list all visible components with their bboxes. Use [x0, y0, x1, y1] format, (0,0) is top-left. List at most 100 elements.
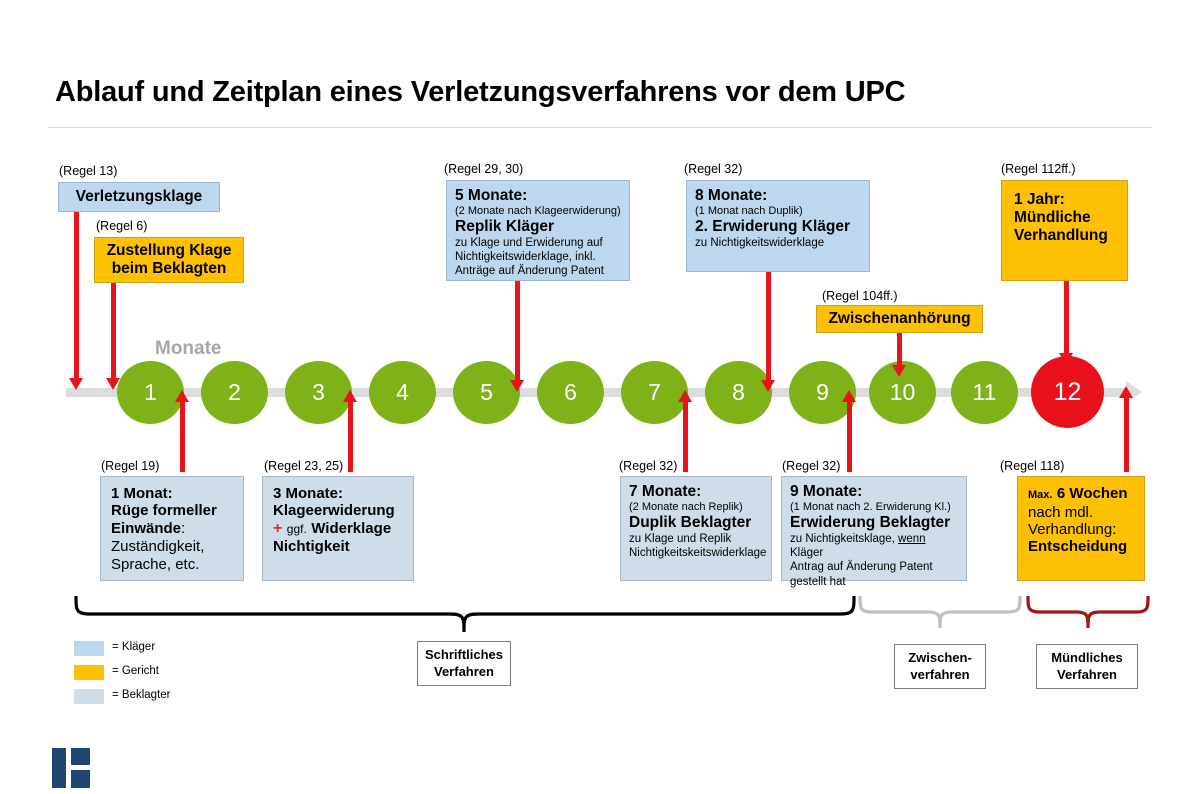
arrow-zwischenanhoerung-line	[897, 333, 902, 365]
company-logo	[52, 748, 98, 788]
phase-zwischen-line1: Zwischen-	[908, 650, 972, 666]
box-erwiderung-body-3: gestellt hat	[790, 575, 846, 588]
box-replik-head: Replik Kläger	[455, 217, 555, 235]
box-erwiderung-beklagter[interactable]: 9 Monate: (1 Monat nach 2. Erwiderung Kl…	[781, 476, 967, 588]
brace-schriftliches	[74, 595, 856, 633]
phase-label-zwischenverfahren[interactable]: Zwischen- verfahren	[894, 644, 986, 689]
phase-muendliches-line2: Verfahren	[1057, 666, 1117, 682]
brace-muendliches	[1026, 595, 1150, 629]
box-muendliche-line2: Mündliche	[1014, 208, 1091, 226]
box-zustellung-klage[interactable]: Zustellung Klage beim Beklagten	[94, 237, 244, 283]
box-entscheidung-line1: Max. 6 Wochen	[1028, 485, 1134, 504]
box-erwiderung-body-1: zu Nichtigkeitsklage, wenn Kläger	[790, 532, 958, 561]
arrow-entscheidung-line	[1124, 398, 1129, 472]
legend-label-klaeger: = Kläger	[112, 641, 156, 653]
arrow-entscheidung-head	[1119, 386, 1133, 398]
box-entscheidung[interactable]: Max. 6 Wochen nach mdl. Verhandlung: Ent…	[1017, 476, 1145, 581]
arrow-klageerwiderung-head	[343, 390, 357, 402]
box-entscheidung-max: Max.	[1028, 489, 1053, 501]
box-replik-klaeger[interactable]: 5 Monate: (2 Monate nach Klageerwiderung…	[446, 180, 630, 281]
logo-block-bottom	[71, 770, 90, 788]
box-klageerwiderung[interactable]: 3 Monate: Klageerwiderung + ggf. Widerkl…	[262, 476, 414, 581]
box-ruege-colon: :	[181, 519, 186, 537]
month-circle-7[interactable]: 7	[621, 361, 688, 424]
box-ruege-einwaende: Einwände	[111, 519, 182, 537]
brace-zwischenverfahren	[858, 595, 1022, 629]
rule-label-regel-32-top: (Regel 32)	[684, 162, 743, 176]
arrow-erwiderung-beklagter-line	[847, 402, 852, 472]
rule-label-regel-104ff: (Regel 104ff.)	[822, 289, 898, 303]
box-verletzungsklage-title: Verletzungsklage	[75, 188, 203, 206]
box-muendliche-verhandlung[interactable]: 1 Jahr: Mündliche Verhandlung	[1001, 180, 1128, 281]
arrow-ruege-head	[175, 390, 189, 402]
box-erwiderung-head: Erwiderung Beklagter	[790, 513, 951, 531]
box-erwiderung-sub: (1 Monat nach 2. Erwiderung Kl.)	[790, 500, 951, 513]
legend-swatch-gericht	[74, 665, 104, 680]
box-muendliche-line3: Verhandlung	[1014, 226, 1108, 244]
box-duplik-beklagter[interactable]: 7 Monate: (2 Monate nach Replik) Duplik …	[620, 476, 772, 581]
legend-swatch-beklagter	[74, 689, 104, 704]
month-circle-4[interactable]: 4	[369, 361, 436, 424]
month-circle-8[interactable]: 8	[705, 361, 772, 424]
box-entscheidung-line4: Entscheidung	[1028, 538, 1128, 556]
box-zwischenanhoerung[interactable]: Zwischenanhörung	[816, 305, 983, 333]
box-ruege-line5: Sprache, etc.	[111, 555, 200, 573]
box-erwiderung-body-2: Antrag auf Änderung Patent	[790, 561, 933, 574]
box-replik-body-3: Anträge auf Änderung Patent	[455, 265, 604, 278]
box-klageerwiderung-line3: + ggf. Widerklage	[273, 520, 403, 539]
arrow-zustellung-line	[111, 283, 116, 378]
rule-label-regel-23-25: (Regel 23, 25)	[264, 459, 344, 473]
logo-block-top	[71, 748, 90, 765]
month-circle-1[interactable]: 1	[117, 361, 184, 424]
arrow-zustellung-head	[106, 378, 120, 390]
arrow-verletzungsklage-line	[74, 212, 79, 378]
month-circle-11[interactable]: 11	[951, 361, 1018, 424]
phase-braces	[74, 595, 1150, 633]
box-verletzungsklage[interactable]: Verletzungsklage	[58, 182, 220, 212]
rule-label-regel-32-erwiderung: (Regel 32)	[782, 459, 841, 473]
box-erwiderung-title: 9 Monate:	[790, 483, 863, 500]
box-klageerwiderung-line4: Nichtigkeit	[273, 538, 350, 556]
box-duplik-title: 7 Monate:	[629, 483, 702, 500]
rule-label-regel-6: (Regel 6)	[96, 219, 148, 233]
box-erwiderung-body-post: Kläger	[790, 547, 824, 560]
box-replik-body-2: Nichtigkeitswiderklage, inkl.	[455, 251, 596, 264]
rule-label-regel-118: (Regel 118)	[1000, 459, 1065, 473]
box-zustellung-line1: Zustellung Klage	[106, 242, 232, 260]
axis-label-monate: Monate	[155, 338, 222, 359]
month-circle-6[interactable]: 6	[537, 361, 604, 424]
box-ruege-formeller-einwaende[interactable]: 1 Monat: Rüge formeller Einwände: Zustän…	[100, 476, 244, 581]
month-circle-12[interactable]: 12	[1031, 356, 1104, 428]
month-circle-5[interactable]: 5	[453, 361, 520, 424]
phase-label-muendliches-verfahren[interactable]: Mündliches Verfahren	[1036, 644, 1138, 689]
arrow-verletzungsklage-head	[69, 378, 83, 390]
month-circle-3[interactable]: 3	[285, 361, 352, 424]
rule-label-regel-32-duplik: (Regel 32)	[619, 459, 678, 473]
box-muendliche-line1: 1 Jahr:	[1014, 191, 1065, 208]
arrow-duplik-line	[683, 402, 688, 472]
month-circle-2[interactable]: 2	[201, 361, 268, 424]
box-ruege-line4: Zuständigkeit,	[111, 538, 205, 556]
box-erwiderung-body-pre: zu Nichtigkeitsklage,	[790, 532, 899, 545]
box-erwiderung2-body-1: zu Nichtigkeitswiderklage	[695, 236, 825, 249]
box-erwiderung2-title: 8 Monate:	[695, 187, 768, 204]
arrow-erwiderung-beklagter-head	[842, 390, 856, 402]
phase-label-schriftliches-verfahren[interactable]: Schriftliches Verfahren	[417, 641, 511, 686]
box-erwiderung2-head: 2. Erwiderung Kläger	[695, 217, 851, 235]
arrow-ruege-line	[180, 402, 185, 472]
box-ruege-line1: 1 Monat:	[111, 485, 173, 502]
box-duplik-head: Duplik Beklagter	[629, 513, 752, 531]
box-zweite-erwiderung-klaeger[interactable]: 8 Monate: (1 Monat nach Duplik) 2. Erwid…	[686, 180, 870, 272]
box-entscheidung-line2: nach mdl.	[1028, 503, 1094, 521]
arrow-klageerwiderung-line	[348, 402, 353, 472]
box-replik-sub: (2 Monate nach Klageerwiderung)	[455, 204, 621, 217]
arrow-replik-head	[510, 380, 524, 392]
phase-muendliches-line1: Mündliches	[1051, 650, 1123, 666]
box-erwiderung2-sub: (1 Monat nach Duplik)	[695, 204, 803, 217]
arrow-muendliche-head	[1059, 353, 1073, 365]
box-entscheidung-weeks: 6 Wochen	[1056, 485, 1128, 502]
phase-zwischen-line2: verfahren	[910, 666, 970, 682]
legend-swatch-klaeger	[74, 641, 104, 656]
box-replik-body-1: zu Klage und Erwiderung auf	[455, 236, 603, 249]
plus-symbol: +	[273, 519, 283, 537]
